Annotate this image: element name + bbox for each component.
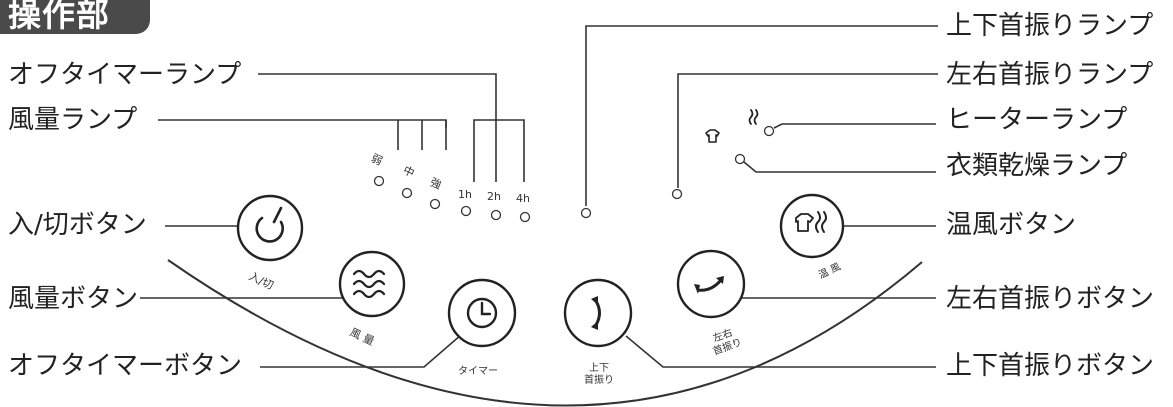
lamp-vertical-swing [580,207,592,219]
heat-wave-icon [815,211,827,233]
power-icon [255,206,284,243]
clock-icon [466,297,498,329]
shirt-lamp-icon [705,129,720,143]
label-warm-air-button: 温風ボタン [946,210,1077,240]
label-off-timer-button: オフタイマーボタン [8,351,243,381]
heat-lamp-icon [748,109,759,125]
vertical-swing-button[interactable]: 上下 首振り [563,278,633,386]
leader-vertical-swing-lamp [585,25,938,206]
power-button[interactable]: 入/切 [236,194,304,293]
label-vertical-swing-button: 上下首振りボタン [946,351,1155,381]
text-timer-4h: 4h [516,192,530,205]
shirt-icon [795,213,814,232]
label-heater-lamp: ヒーターランプ [946,105,1128,135]
lamp-fan-mid [401,187,413,199]
label-horizontal-swing-button: 左右首振りボタン [946,284,1155,314]
fan-button-label: 風 量 [348,326,377,349]
diagram-title: 操作部 [8,0,110,34]
leader-timer-hours [473,119,525,182]
label-horizontal-swing-lamp: 左右首振りランプ [946,60,1154,90]
label-clothes-dry-lamp: 衣類乾燥ランプ [946,151,1128,181]
vertical-swing-label-line1: 上下 [589,362,609,374]
text-fan-mid: 中 [401,164,416,180]
leader-heater-lamp [773,123,936,129]
text-timer-1h: 1h [458,188,472,201]
leader-vertical-swing-button [625,335,936,368]
label-power-button: 入/切ボタン [8,210,147,240]
leader-horizontal-swing-lamp [677,73,938,188]
label-fan-level-lamp: 風量ランプ [8,105,138,135]
warm-air-button-label: 温 風 [817,261,843,282]
lamp-timer-1h [460,205,472,217]
label-off-timer-lamp: オフタイマーランプ [8,60,242,90]
lamp-fan-weak [373,175,385,187]
lamp-timer-4h [519,211,531,223]
horizontal-swing-arrow-icon [694,276,724,294]
text-timer-2h: 2h [487,190,501,203]
leader-fan-level-lamp [158,119,447,128]
vertical-swing-label-line2: 首振り [584,373,614,386]
leader-off-timer-lamp [258,73,497,182]
text-fan-strong: 強 [428,176,443,192]
lamp-horizontal-swing [671,188,683,200]
warm-air-button[interactable]: 温 風 [779,193,845,282]
vertical-swing-arrow-icon [591,296,601,330]
lamp-timer-2h [490,209,502,221]
fan-button[interactable]: 風 量 [338,250,406,349]
lamp-heater [763,125,775,137]
leader-clothes-dry-lamp [743,161,936,173]
off-timer-button[interactable]: タイマー [447,278,517,377]
panel-outline-arc [167,259,923,407]
lamp-fan-strong [429,198,441,210]
lamp-clothes-dry [734,153,746,165]
text-fan-weak: 弱 [369,152,384,168]
off-timer-button-label: タイマー [458,365,498,377]
label-fan-button: 風量ボタン [8,284,139,314]
title-badge [0,0,150,34]
horizontal-swing-button[interactable]: 左右 首振り [676,249,746,358]
wind-waves-icon [352,269,386,299]
power-button-label: 入/切 [247,270,276,293]
label-vertical-swing-lamp: 上下首振りランプ [946,11,1154,41]
